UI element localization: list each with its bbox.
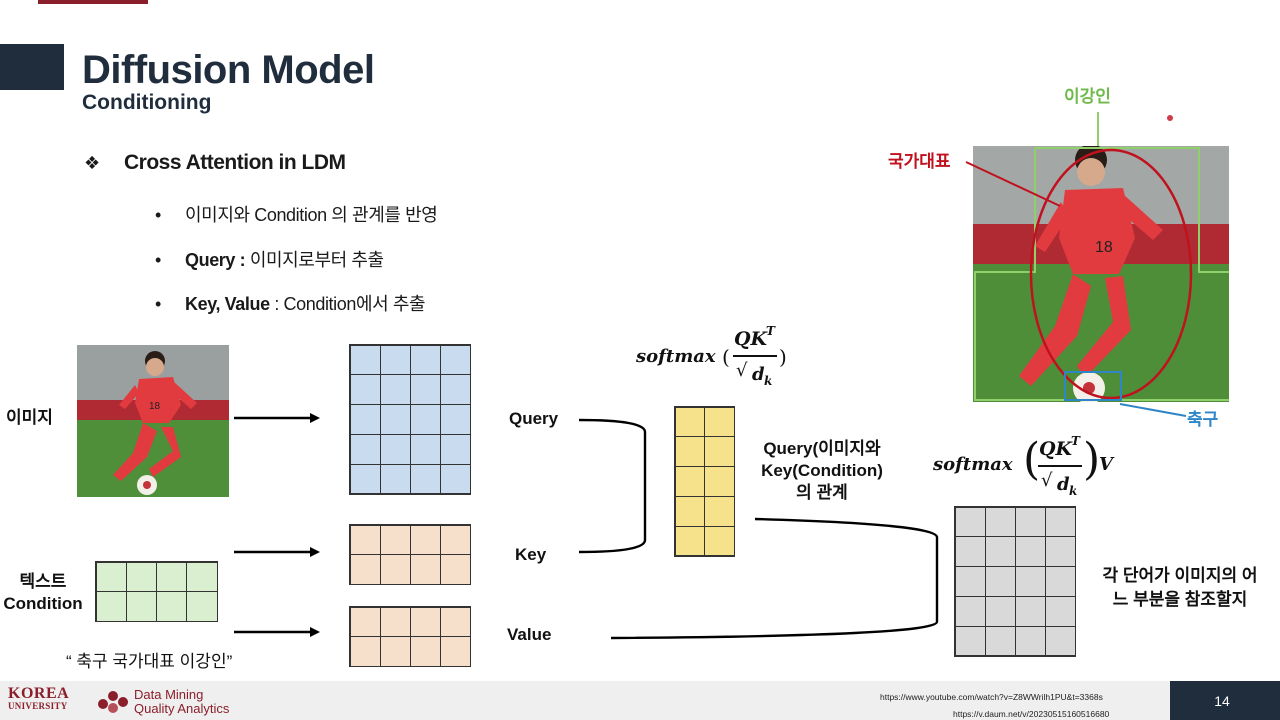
ball-annotation-label: 축구 bbox=[1187, 410, 1219, 429]
bullet-item: •Query : 이미지로부터 추출 bbox=[155, 250, 384, 270]
query-matrix bbox=[349, 344, 471, 495]
value-matrix bbox=[349, 606, 471, 667]
arrow-text-to-value bbox=[234, 627, 320, 637]
bullet-dot-icon: • bbox=[155, 294, 161, 314]
text-condition-label: 텍스트 Condition bbox=[3, 572, 83, 613]
annotation-leader-lines bbox=[965, 112, 1187, 417]
query-label: Query bbox=[509, 409, 559, 428]
key-label: Key bbox=[515, 545, 547, 564]
output-matrix bbox=[954, 506, 1076, 657]
footer-bar bbox=[0, 681, 1280, 720]
source-link-youtube[interactable]: https://www.youtube.com/watch?v=Z8WWrilh… bbox=[880, 692, 1103, 702]
output-description: 각 단어가 이미지의 어 느 부분을 참조할지 bbox=[1102, 566, 1258, 609]
player-photo-annotated: 18 bbox=[973, 146, 1229, 402]
image-label: 이미지 bbox=[6, 408, 53, 427]
value-label: Value bbox=[507, 625, 552, 644]
name-annotation-label: 이강인 bbox=[1064, 87, 1111, 106]
top-accent-bar bbox=[38, 0, 148, 4]
player-photo-small: 18 bbox=[77, 345, 229, 497]
connector-lines bbox=[578, 418, 939, 640]
text-token-grid bbox=[95, 561, 218, 622]
arrow-image-to-query bbox=[234, 413, 320, 423]
lab-name: Data Mining Quality Analytics bbox=[134, 687, 230, 716]
page-number: 14 bbox=[1214, 693, 1230, 709]
jersey-number-small: 18 bbox=[149, 401, 161, 412]
title-marker bbox=[0, 44, 64, 90]
university-logo: KOREA UNIVERSITY bbox=[8, 685, 70, 712]
team-annotation-label: 국가대표 bbox=[888, 152, 951, 171]
attention-matrix bbox=[674, 406, 735, 557]
key-matrix bbox=[349, 524, 471, 585]
bullet-dot-icon: • bbox=[155, 250, 161, 270]
softmax-formula: softmax ( QK T √ d k ) bbox=[636, 324, 787, 388]
source-link-daum[interactable]: https://v.daum.net/v/20230515160516680 bbox=[953, 709, 1110, 719]
page-title: Diffusion Model bbox=[82, 48, 375, 92]
jersey-number-large: 18 bbox=[1095, 239, 1113, 256]
relation-description: Query(이미지와 Key(Condition) 의 관계 bbox=[761, 439, 883, 502]
bullet-dot-icon: • bbox=[155, 205, 161, 225]
lab-logo-icon bbox=[98, 691, 128, 713]
bullet-item: •이미지와 Condition 의 관계를 반영 bbox=[155, 205, 438, 225]
arrow-text-to-key bbox=[234, 547, 320, 557]
bullet-item: •Key, Value : Condition에서 추출 bbox=[155, 294, 426, 314]
softmax-v-formula: softmax ( QK T √ d k ) V bbox=[933, 434, 1113, 498]
diamond-bullet-icon: ❖ bbox=[84, 153, 100, 173]
section-heading: ❖Cross Attention in LDM bbox=[84, 151, 346, 174]
prompt-caption: “ 축구 국가대표 이강인” bbox=[66, 652, 233, 671]
page-subtitle: Conditioning bbox=[82, 91, 212, 114]
footer-page-box bbox=[1170, 681, 1280, 720]
